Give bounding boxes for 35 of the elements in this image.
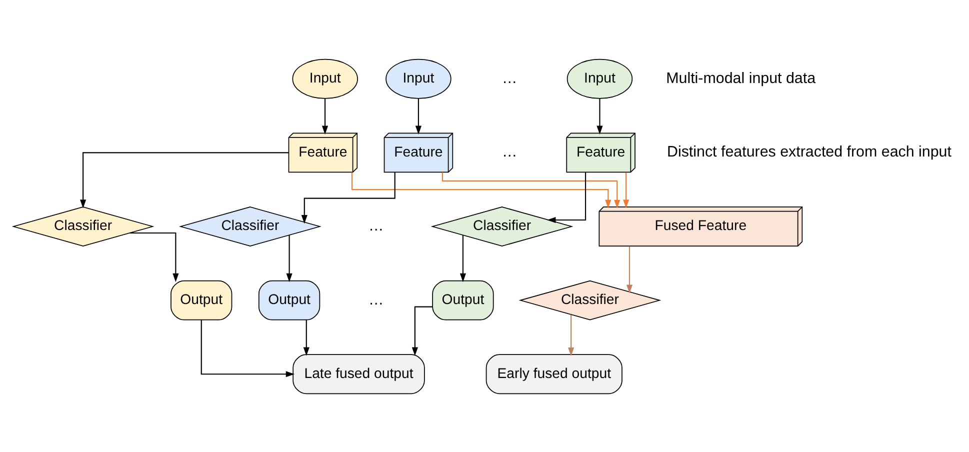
- arrow: [568, 314, 574, 356]
- arrow: [626, 246, 633, 293]
- arrow: [80, 152, 289, 208]
- node-ellipse: Input: [292, 58, 358, 98]
- arrow: [130, 232, 179, 282]
- arrow: [415, 98, 422, 134]
- node-diamond: Classifier: [430, 206, 574, 246]
- arrow: [547, 172, 586, 223]
- arrow: [351, 172, 612, 208]
- label: …: [502, 143, 518, 160]
- node-ellipse: Input: [386, 58, 452, 98]
- node-diamond: Classifier: [12, 206, 154, 246]
- node-ellipse: Input: [566, 58, 633, 98]
- arrow: [301, 172, 396, 224]
- node-box: Early fused output: [486, 354, 622, 394]
- node-diamond: Classifier: [179, 206, 322, 246]
- label: …: [368, 290, 384, 308]
- label: Multi-modal input data: [666, 69, 816, 86]
- arrow: [286, 234, 292, 282]
- label: Distinct features extracted from each input: [666, 143, 952, 160]
- arrow: [303, 320, 310, 356]
- label: …: [368, 217, 384, 234]
- node-box: Output: [170, 280, 232, 320]
- arrow: [412, 306, 433, 356]
- node-box: Output: [258, 280, 320, 320]
- node-diamond: Classifier: [518, 280, 662, 320]
- arrow: [596, 98, 603, 134]
- node-box: Late fused output: [292, 354, 425, 394]
- label: …: [502, 69, 518, 86]
- arrow: [322, 98, 328, 134]
- arrow: [460, 234, 466, 282]
- node-box: Output: [432, 280, 494, 320]
- arrow: [623, 172, 630, 208]
- arrow: [442, 172, 620, 208]
- arrow: [200, 320, 295, 377]
